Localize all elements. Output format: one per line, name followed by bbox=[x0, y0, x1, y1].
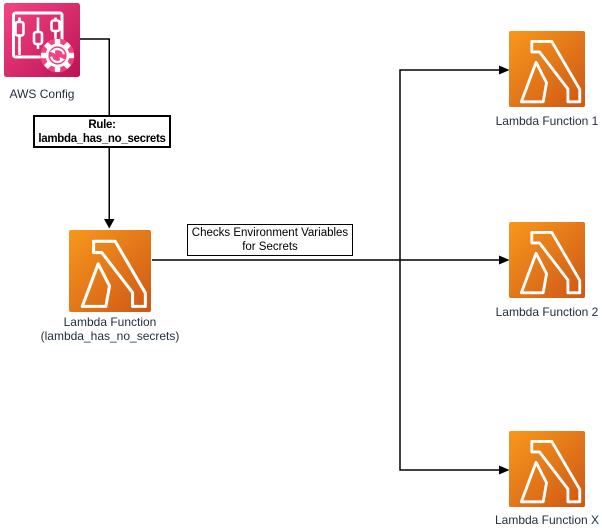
sync-arrows-icon bbox=[49, 48, 66, 63]
gear-icon bbox=[40, 38, 75, 73]
edge-branch-to-lambdax bbox=[399, 260, 500, 471]
arrowhead-to-lambda2 bbox=[499, 255, 510, 265]
edge-label-line2: for Secrets bbox=[242, 241, 298, 253]
lambda-main-label-line1: Lambda Function bbox=[63, 315, 157, 329]
lambda-main-label: Lambda Function (lambda_has_no_secrets) bbox=[30, 315, 190, 343]
rule-box: Rule: lambda_has_no_secrets bbox=[33, 115, 171, 148]
lambda-2-node bbox=[509, 222, 585, 298]
aws-config-node bbox=[4, 3, 80, 77]
lambda-1-node bbox=[509, 31, 585, 107]
lambda-x-label: Lambda Function X bbox=[494, 513, 600, 527]
arrowhead-to-lambdax bbox=[499, 465, 510, 475]
lambda-1-label: Lambda Function 1 bbox=[495, 114, 599, 128]
edge-label-line1: Checks Environment Variables bbox=[191, 227, 349, 239]
rule-box-line1: Rule: bbox=[88, 118, 116, 131]
lambda-icon bbox=[69, 230, 151, 312]
lambda-main-label-line2: (lambda_has_no_secrets) bbox=[40, 329, 180, 343]
lambda-icon bbox=[509, 31, 585, 107]
arrowhead-to-lambda1 bbox=[499, 65, 510, 75]
lambda-x-node bbox=[509, 431, 585, 507]
lambda-icon bbox=[509, 222, 585, 298]
rule-box-line2: lambda_has_no_secrets bbox=[38, 132, 166, 145]
aws-config-icon bbox=[4, 3, 80, 77]
arrowhead-down-to-lambda bbox=[104, 219, 115, 229]
edge-label-box: Checks Environment Variables for Secrets bbox=[187, 224, 353, 256]
edge-branch-to-lambda1 bbox=[399, 69, 500, 260]
lambda-2-label: Lambda Function 2 bbox=[495, 305, 599, 319]
lambda-icon bbox=[509, 431, 585, 507]
aws-config-label: AWS Config bbox=[9, 87, 75, 101]
edge-config-to-rule bbox=[80, 38, 110, 115]
lambda-main-node bbox=[68, 230, 152, 312]
